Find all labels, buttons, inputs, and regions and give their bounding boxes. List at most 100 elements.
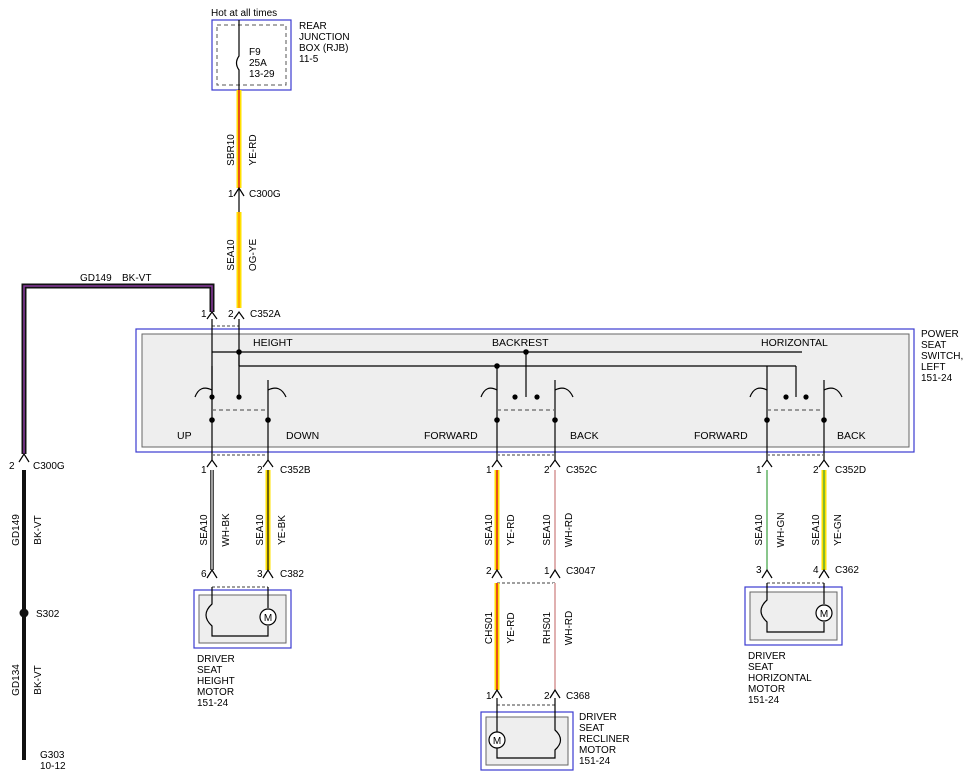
wires-horizontal (765, 470, 827, 570)
motor-height-l2: SEAT (197, 665, 222, 676)
ground-w2-color: BK-VT (33, 665, 44, 694)
recliner-w2-circuit: RHS01 (542, 611, 553, 644)
switch-page: 151-24 (921, 373, 953, 384)
switch-backrest-label: BACKREST (492, 337, 549, 349)
backrest-w2-color: WH-RD (564, 513, 575, 547)
motor-recliner-l4: MOTOR (579, 745, 616, 756)
wire-sbr10-color: YE-RD (248, 134, 259, 165)
ground-c300g-name: C300G (33, 461, 65, 472)
splice-s302-label: S302 (36, 609, 60, 620)
rjb-name-1: REAR (299, 21, 327, 32)
c352b-name: C352B (280, 465, 311, 476)
switch-name-2: SEAT (921, 340, 946, 351)
motor-recliner-l3: RECLINER (579, 734, 630, 745)
fuse-label: F9 (249, 47, 261, 58)
motor-horizontal-page: 151-24 (748, 695, 780, 706)
horiz-w1-color: WH-GN (776, 513, 787, 548)
c382-name: C382 (280, 569, 304, 580)
switch-internals (194, 319, 843, 460)
backrest-w1-circuit: SEA10 (484, 514, 495, 546)
recliner-w1-circuit: CHS01 (484, 611, 495, 644)
motor-height-l3: HEIGHT (197, 676, 235, 687)
c368-name: C368 (566, 691, 590, 702)
c352c-pin2: 2 (544, 465, 550, 476)
motor-horizontal-l3: HORIZONTAL (748, 673, 812, 684)
ground-w1-color: BK-VT (33, 515, 44, 544)
c3047-name: C3047 (566, 566, 596, 577)
switch-forward1-label: FORWARD (424, 430, 478, 442)
ground-connector-c300g (18, 452, 30, 463)
recliner-motor: M (480, 698, 574, 771)
motor-height-l4: MOTOR (197, 687, 234, 698)
fuse-amps: 25A (249, 58, 267, 69)
switch-name-1: POWER (921, 329, 959, 340)
motor-icon (815, 604, 833, 622)
height-motor: M (193, 587, 292, 649)
motor-icon (259, 608, 277, 626)
c3047-pin1: 2 (486, 566, 492, 577)
horiz-w2-circuit: SEA10 (811, 514, 822, 546)
wires-recliner (494, 583, 557, 690)
c352a-pin2: 2 (228, 309, 234, 320)
switch-forward2-label: FORWARD (694, 430, 748, 442)
motor-height-l1: DRIVER (197, 654, 235, 665)
ground-g303: G303 (40, 750, 65, 761)
rjb-name-2: JUNCTION (299, 32, 350, 43)
switch-down-label: DOWN (286, 430, 319, 442)
height-w1-color: WH-BK (221, 513, 232, 547)
c352a-name: C352A (250, 309, 281, 320)
backrest-w1-color: YE-RD (506, 514, 517, 545)
wire-sea10-circuit: SEA10 (226, 239, 237, 271)
wires-backrest (494, 470, 557, 570)
hot-label: Hot at all times (211, 8, 277, 19)
switch-name-4: LEFT (921, 362, 945, 373)
motor-symbol: M (493, 736, 501, 747)
height-w1-circuit: SEA10 (199, 514, 210, 546)
rjb-page: 11-5 (299, 54, 319, 65)
horiz-w1-circuit: SEA10 (754, 514, 765, 546)
c368-pin1: 1 (486, 691, 492, 702)
c382-pin1: 6 (201, 569, 207, 580)
connectors-c352-bcd (206, 454, 830, 468)
horiz-w2-color: YE-GN (833, 514, 844, 546)
motor-horizontal-l1: DRIVER (748, 651, 786, 662)
c352a-pin1: 1 (201, 309, 207, 320)
c300g-top-pin: 1 (228, 189, 234, 200)
rjb-name-3: BOX (RJB) (299, 43, 348, 54)
height-w2-circuit: SEA10 (255, 514, 266, 546)
c352c-name: C352C (566, 465, 597, 476)
c362-pin1: 3 (756, 565, 762, 576)
c352d-name: C352D (835, 465, 866, 476)
motor-horizontal-l4: MOTOR (748, 684, 785, 695)
connector-c352a (206, 310, 245, 327)
motor-horizontal-l2: SEAT (748, 662, 773, 673)
switch-back2-label: BACK (837, 430, 866, 442)
switch-name-3: SWITCH, (921, 351, 963, 362)
switch-height-label: HEIGHT (253, 337, 293, 349)
gd149-top-color: BK-VT (122, 273, 151, 284)
switch-up-label: UP (177, 430, 192, 442)
motor-recliner-l2: SEAT (579, 723, 604, 734)
fuse-icon (235, 20, 240, 90)
c352d-pin2: 2 (813, 465, 819, 476)
c382-pin2: 3 (257, 569, 263, 580)
c352c-pin1: 1 (486, 465, 492, 476)
c352d-pin1: 1 (756, 465, 762, 476)
c352b-pin2: 2 (257, 465, 263, 476)
connector-c300g-top (233, 186, 245, 212)
switch-back1-label: BACK (570, 430, 599, 442)
ground-g303-page: 10-12 (40, 761, 66, 772)
recliner-w2-color: WH-RD (564, 611, 575, 645)
c368-pin2: 2 (544, 691, 550, 702)
connector-c368 (491, 688, 561, 706)
recliner-w1-color: YE-RD (506, 612, 517, 643)
switch-horizontal-label: HORIZONTAL (761, 337, 828, 349)
height-w2-color: YE-BK (277, 515, 288, 545)
ground-w1-circuit: GD149 (11, 514, 22, 546)
gd149-top-circuit: GD149 (80, 273, 112, 284)
c3047-pin2: 1 (544, 566, 550, 577)
c362-pin2: 4 (813, 565, 819, 576)
motor-symbol: M (264, 613, 272, 624)
rear-junction-box: F9 25A 13-29 (211, 19, 292, 91)
motor-recliner-l1: DRIVER (579, 712, 617, 723)
